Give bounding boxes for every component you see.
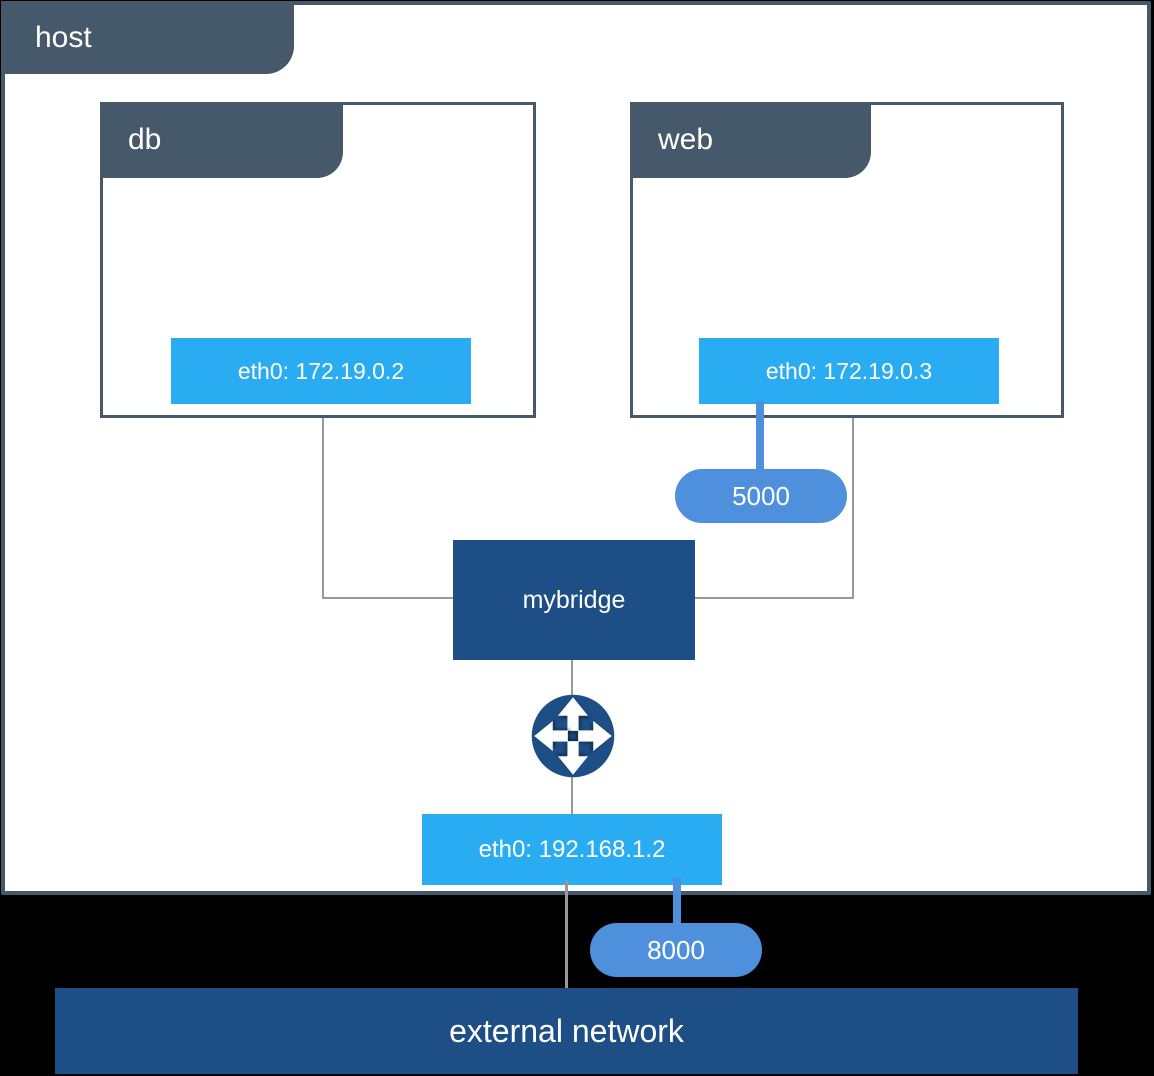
port-badge-5000: 5000 [675,469,847,523]
router-icon [530,693,616,779]
router-icon-svg [531,694,615,778]
container-label-web: web [658,123,714,156]
port-label-5000: 5000 [732,480,790,511]
port-badge-8000: 8000 [590,923,762,977]
interface-badge-db: eth0: 172.19.0.2 [171,338,471,404]
interface-label-db: eth0: 172.19.0.2 [237,357,405,384]
connector-interface-to-external [565,880,568,988]
container-label-db: db [128,123,162,156]
bridge-node: mybridge [453,540,695,660]
interface-label-web: eth0: 172.19.0.3 [765,357,933,384]
interface-label-host: eth0: 192.168.1.2 [478,835,666,863]
port-label-8000: 8000 [647,934,705,965]
connector-db-vertical [322,415,324,599]
connector-db-horizontal [322,597,453,599]
connector-web-vertical [852,415,854,599]
connector-web-horizontal [694,597,854,599]
connector-web-port-5000 [756,401,764,473]
host-tab: host [1,1,294,74]
container-box-web: web eth0: 172.19.0.3 [630,102,1064,418]
interface-badge-host: eth0: 192.168.1.2 [422,814,722,885]
host-boundary: host db eth0: 172.19.0.2 web eth0: 172.1… [1,1,1151,895]
interface-badge-web: eth0: 172.19.0.3 [699,338,999,404]
container-tab-web: web [630,102,871,178]
external-network-bar: external network [55,988,1078,1074]
external-network-label: external network [449,1012,684,1049]
bridge-label: mybridge [522,585,626,614]
host-label: host [35,20,92,54]
container-tab-db: db [100,102,343,178]
container-box-db: db eth0: 172.19.0.2 [100,102,536,418]
connector-host-port-8000 [673,878,681,928]
